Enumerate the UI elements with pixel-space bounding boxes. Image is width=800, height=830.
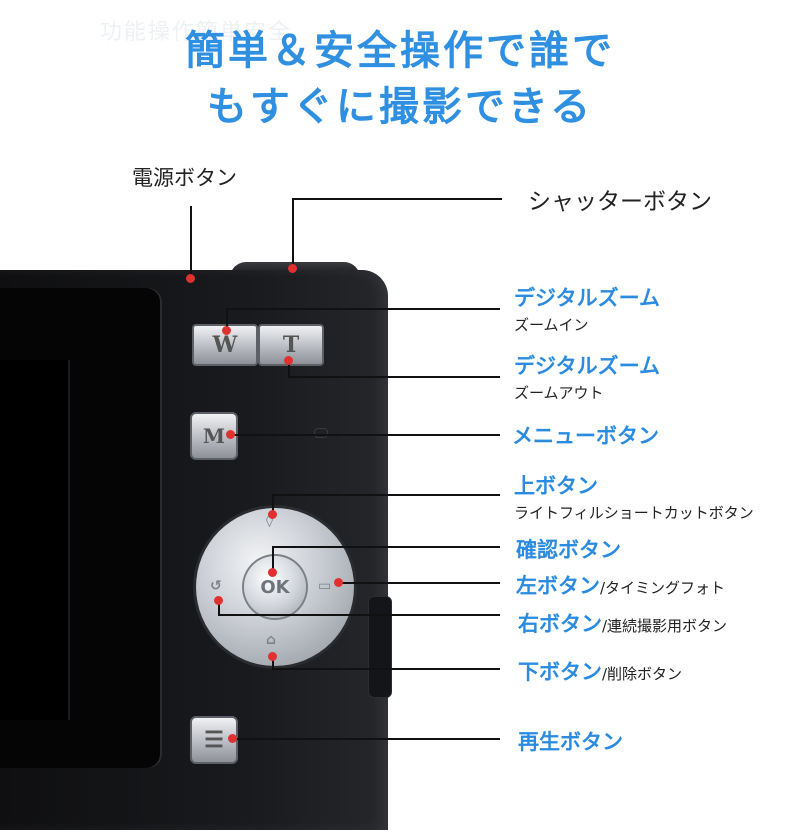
- menu-button-label: メニューボタン: [512, 424, 659, 448]
- power-marker: [186, 274, 195, 283]
- left-marker: [334, 578, 343, 587]
- ok-callout-line-v: [272, 546, 274, 570]
- down-marker: [268, 652, 277, 661]
- up-button-subtitle: ライトフィルショートカットボタン: [514, 504, 754, 522]
- zoom-in-callout-line-h: [226, 308, 500, 310]
- up-callout-line-v: [272, 494, 274, 512]
- right-callout-line-h: [218, 614, 500, 616]
- zoom-out-title: デジタルズーム: [514, 354, 660, 378]
- right-marker: [214, 596, 223, 605]
- zoom-out-subtitle: ズームアウト: [514, 384, 604, 402]
- zoom-t-button[interactable]: T: [258, 324, 324, 366]
- ghost-watermark-text: 功能操作簡単安全: [100, 20, 293, 45]
- down-button-label: 下ボタン/削除ボタン: [518, 656, 682, 686]
- up-callout-line-h: [272, 494, 500, 496]
- zoom-out-callout-line-v: [288, 358, 290, 378]
- up-button-label: 上ボタン: [514, 474, 598, 498]
- headline-line-1: 簡単＆安全操作で誰で: [185, 28, 615, 74]
- right-button-title: 右ボタン: [518, 612, 602, 636]
- playback-callout-line: [232, 738, 500, 740]
- left-button-label: 左ボタン/タイミングフォト: [516, 570, 725, 600]
- power-callout-line: [190, 206, 192, 280]
- right-button-label: 右ボタン/連続撮影用ボタン: [518, 608, 727, 638]
- ok-button-label: 確認ボタン: [516, 538, 621, 562]
- camera-screen: [0, 360, 70, 720]
- timer-icon: ↺: [210, 578, 222, 594]
- shutter-callout-line-v: [292, 198, 294, 270]
- left-button-title: 左ボタン: [516, 574, 600, 598]
- zoom-in-subtitle: ズームイン: [514, 316, 589, 334]
- down-callout-line-h: [272, 668, 500, 670]
- down-button-subtitle: /削除ボタン: [602, 665, 683, 683]
- ok-marker: [268, 568, 277, 577]
- right-button-subtitle: /連続撮影用ボタン: [602, 617, 728, 635]
- right-callout-line-v: [218, 600, 220, 616]
- burst-icon: ▭: [318, 578, 332, 594]
- zoom-in-callout-line-v: [226, 308, 228, 330]
- up-marker: [268, 510, 277, 519]
- power-button-label: 電源ボタン: [132, 166, 237, 190]
- side-port-cover: [368, 596, 392, 698]
- zoom-in-title: デジタルズーム: [514, 286, 660, 310]
- headline-line-2: もすぐに撮影できる: [206, 84, 594, 130]
- ok-button[interactable]: OK: [244, 556, 306, 618]
- down-callout-line-v: [272, 654, 274, 670]
- playback-button-label: 再生ボタン: [518, 730, 623, 754]
- microphone-hole: [314, 428, 328, 438]
- left-callout-line: [338, 582, 500, 584]
- light-fill-icon: ◊: [266, 512, 273, 528]
- shutter-button-label: シャッターボタン: [528, 189, 712, 215]
- ok-callout-line-h: [272, 546, 500, 548]
- shutter-callout-line-h: [292, 198, 502, 200]
- playback-marker: [228, 734, 237, 743]
- left-button-subtitle: /タイミングフォト: [600, 579, 726, 597]
- playback-button[interactable]: ☰: [190, 716, 238, 764]
- shutter-marker: [288, 264, 297, 273]
- zoom-in-marker: [222, 326, 231, 335]
- down-button-title: 下ボタン: [518, 660, 602, 684]
- zoom-out-marker: [284, 356, 293, 365]
- menu-marker: [226, 430, 235, 439]
- trash-icon: ⌂: [266, 632, 277, 648]
- zoom-out-callout-line-h: [288, 376, 500, 378]
- menu-callout-line: [230, 434, 500, 436]
